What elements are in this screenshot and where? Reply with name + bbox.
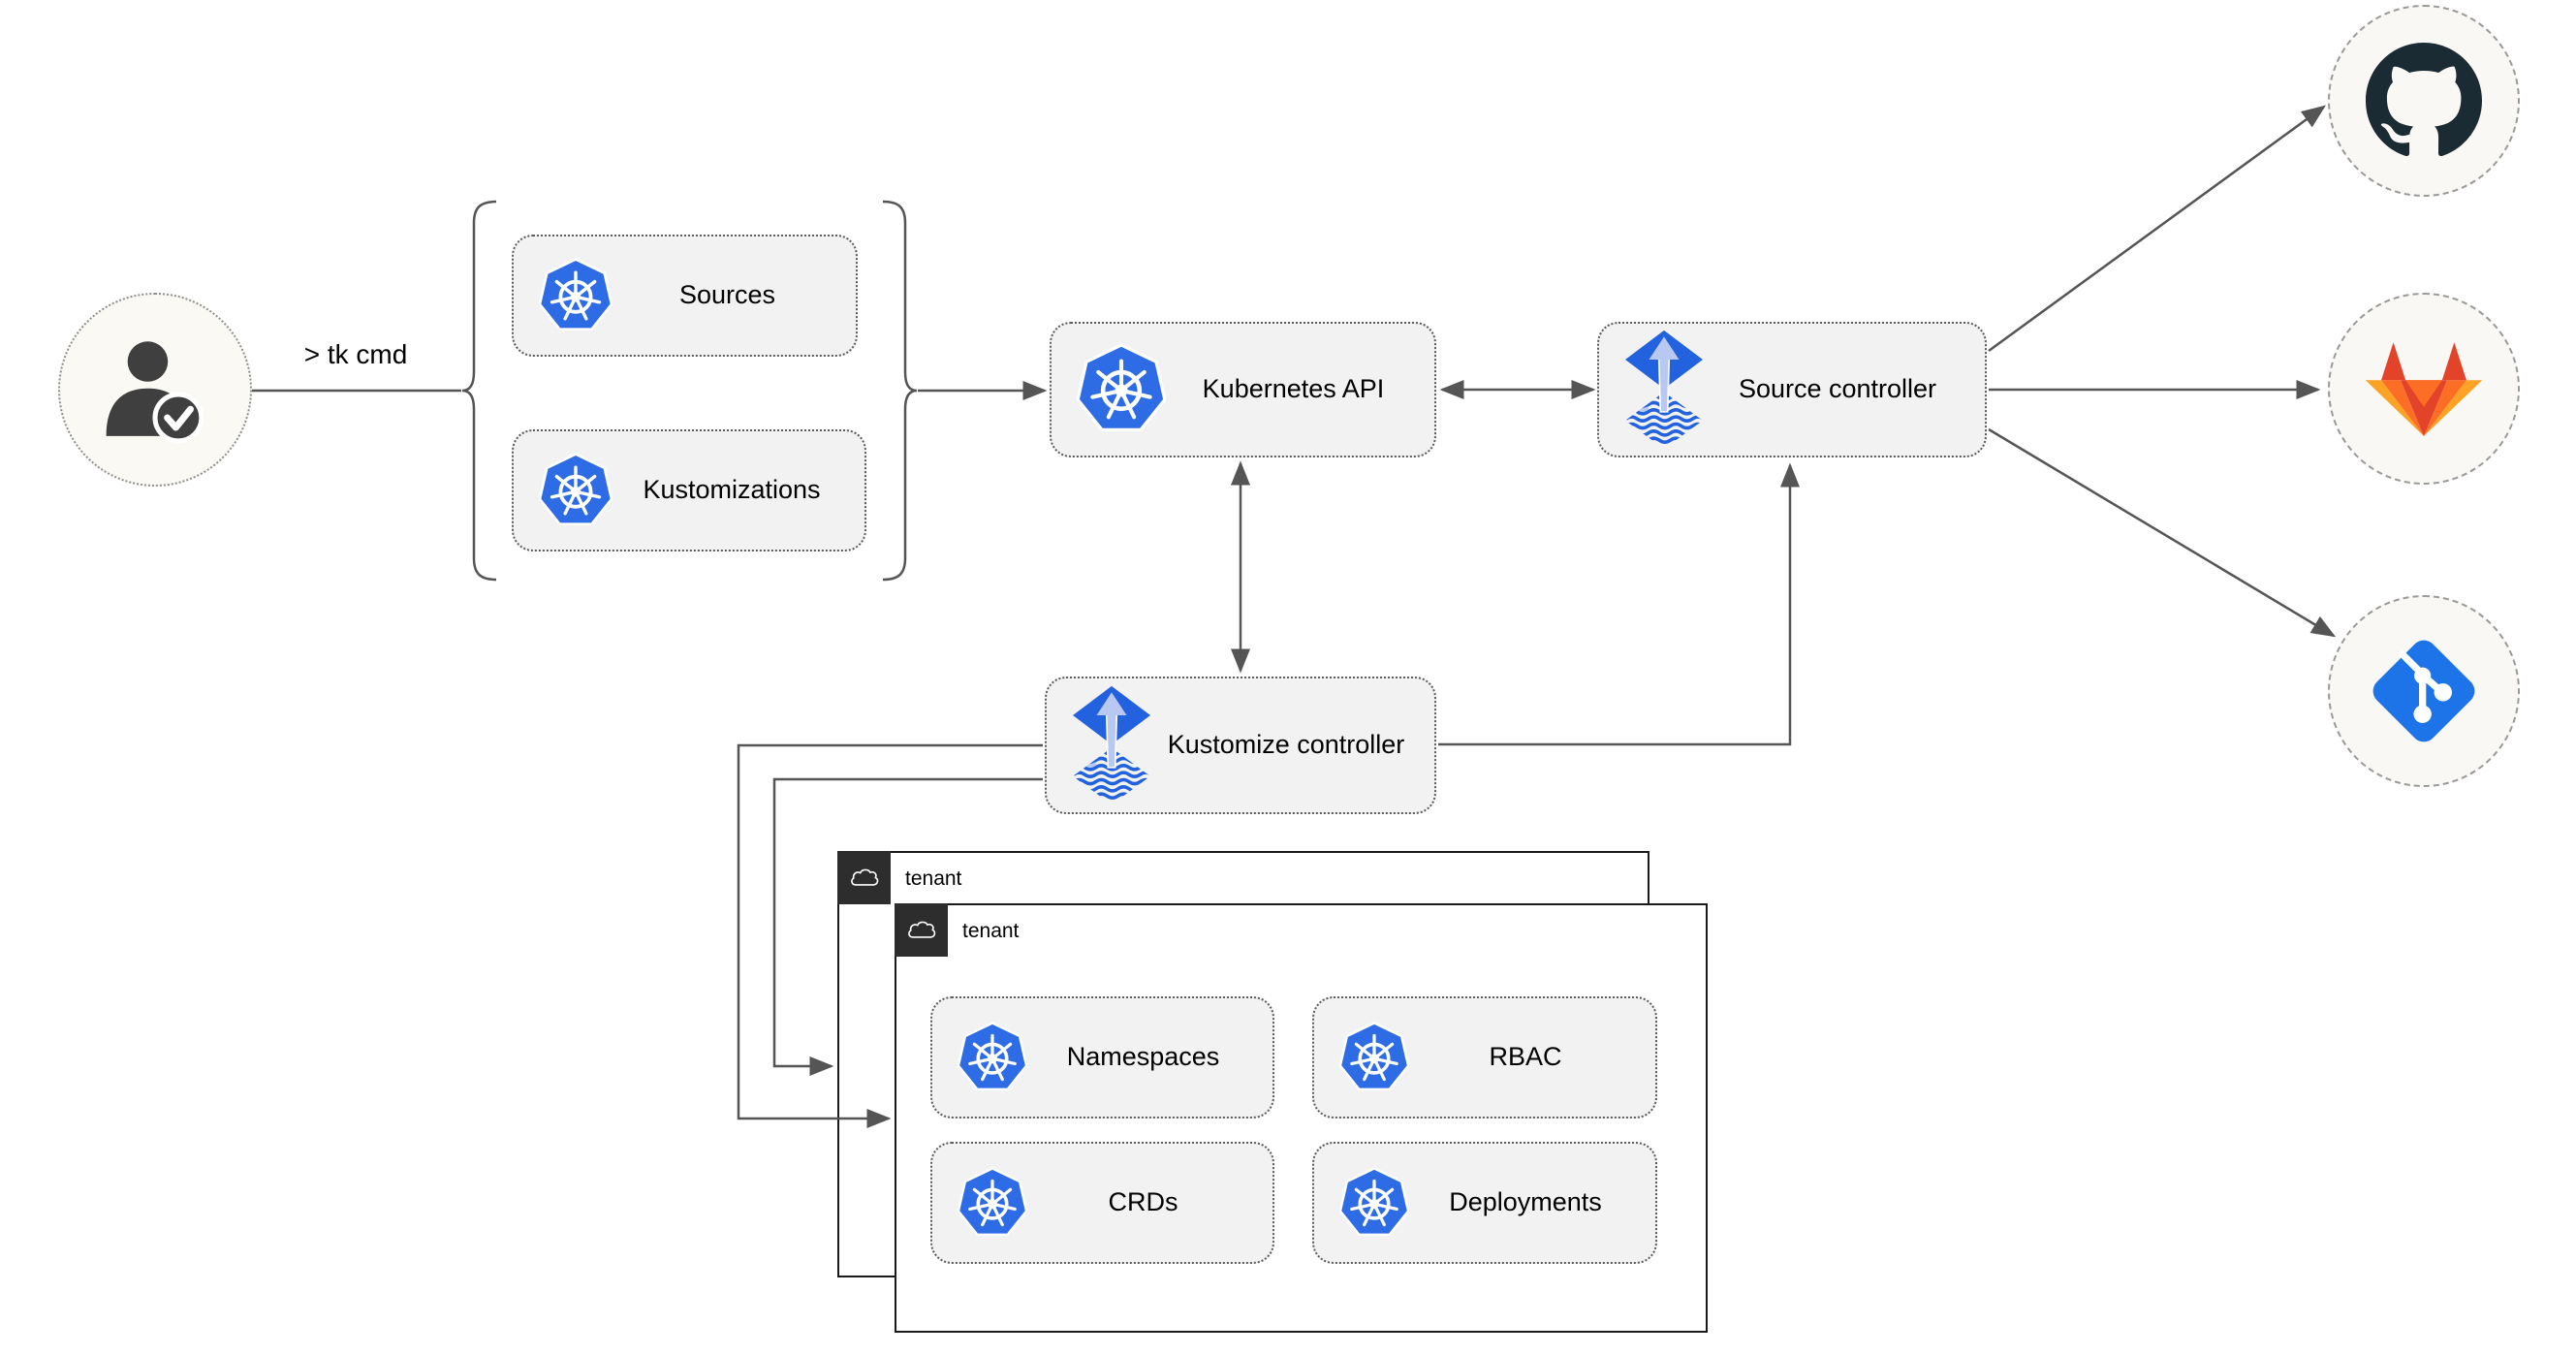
cli-command-label: > tk cmd xyxy=(303,339,408,369)
gitlab-node xyxy=(2328,293,2520,485)
flux-icon xyxy=(1624,330,1704,450)
rbac-label: RBAC xyxy=(1489,1042,1562,1072)
tenant-tab xyxy=(895,903,948,957)
kubernetes-icon xyxy=(539,453,613,529)
cloud-icon xyxy=(849,867,880,889)
github-octocat-icon xyxy=(2366,43,2482,159)
kustomize-controller-node: Kustomize controller xyxy=(1045,677,1436,814)
gitlab-fox-icon xyxy=(2363,336,2485,441)
user-node xyxy=(58,293,252,487)
kustomize-controller-label: Kustomize controller xyxy=(1167,730,1405,760)
crds-label: CRDs xyxy=(1108,1187,1178,1217)
user-check-icon xyxy=(94,329,216,451)
tenant-label: tenant xyxy=(962,920,1020,942)
source-controller-node: Source controller xyxy=(1597,322,1987,457)
kubernetes-icon xyxy=(1339,1167,1409,1240)
kubernetes-api-node: Kubernetes API xyxy=(1050,322,1436,457)
github-node xyxy=(2328,5,2520,197)
sources-node: Sources xyxy=(512,235,858,357)
cloud-icon xyxy=(906,920,937,941)
tenant-tab xyxy=(837,851,891,904)
kustomizations-node: Kustomizations xyxy=(512,429,866,551)
flux-icon xyxy=(1072,685,1151,805)
git-branch-icon xyxy=(2360,627,2488,755)
kubernetes-icon xyxy=(958,1022,1027,1094)
kubernetes-icon xyxy=(958,1167,1027,1240)
kubernetes-api-label: Kubernetes API xyxy=(1202,374,1385,404)
crds-node: CRDs xyxy=(930,1142,1274,1264)
source-controller-label: Source controller xyxy=(1738,374,1937,404)
namespaces-label: Namespaces xyxy=(1066,1042,1220,1072)
deployments-label: Deployments xyxy=(1449,1187,1602,1217)
tenant-box-front: tenant Namespaces RBAC CRDs Deployments xyxy=(895,903,1708,1333)
kustomizations-label: Kustomizations xyxy=(643,475,821,505)
rbac-node: RBAC xyxy=(1312,996,1657,1119)
sources-label: Sources xyxy=(678,280,776,310)
tenant-label: tenant xyxy=(905,867,962,890)
kubernetes-icon xyxy=(1339,1022,1409,1094)
deployments-node: Deployments xyxy=(1312,1142,1657,1264)
kubernetes-icon xyxy=(1077,343,1166,436)
git-node xyxy=(2328,595,2520,787)
kubernetes-icon xyxy=(539,258,613,334)
namespaces-node: Namespaces xyxy=(930,996,1274,1119)
